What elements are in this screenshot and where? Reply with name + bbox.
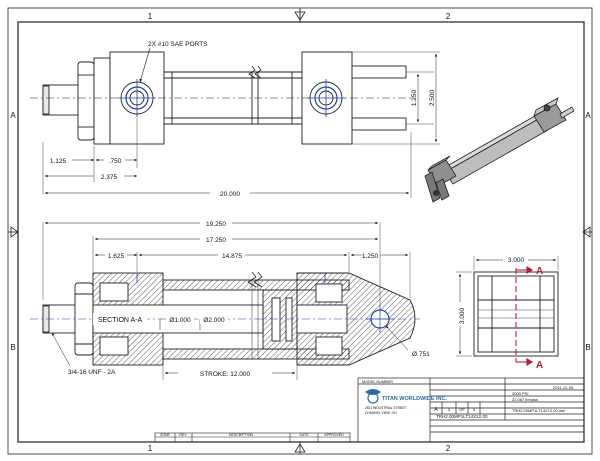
weight-value: 22.087 lbmass [512, 397, 538, 402]
rear-port [307, 79, 345, 117]
isometric-view [424, 97, 575, 203]
zone-bottom-2: 2 [446, 444, 451, 453]
ports-note: 2X #10 SAE PORTS [148, 41, 208, 48]
dim-dia-2000: Ø2.000 [203, 317, 225, 324]
dim-750: .750 [109, 158, 122, 165]
dim-dia-751: Ø.751 [412, 351, 430, 358]
section-cut-line [515, 266, 534, 366]
rev-header-zone: ZONE [160, 433, 170, 437]
drawing-date: 2011-12-05 [553, 385, 574, 390]
dim-17250: 17.250 [206, 237, 226, 244]
dim-1250-vertical: 1.250 [411, 89, 418, 106]
rev-header-approved: APPROVED [324, 433, 344, 437]
zone-top-1: 1 [148, 12, 153, 21]
drawing-file-name: TRH2.00MP1LT14X12.00.idw [512, 408, 565, 413]
company-line-2: CHANNEL VIEW, OH [365, 411, 397, 415]
centering-mark-left [10, 226, 19, 238]
end-dim-height: 3.000 [459, 307, 466, 324]
end-dim-width: 3.000 [508, 257, 525, 264]
zone-top-2: 2 [446, 12, 451, 21]
pressure-value: 3000 PSI [512, 391, 528, 396]
sheet-number: 1 [448, 407, 451, 412]
dim-20000: 20.000 [220, 191, 240, 198]
revision-block [154, 432, 351, 443]
dim-2375: 2.375 [101, 174, 118, 181]
dim-19250: 19.250 [206, 221, 226, 228]
dim-1250: 1.250 [362, 253, 379, 260]
section-view [30, 221, 420, 380]
company-name: TITAN WORLDWIDE INC. [382, 396, 447, 402]
dim-1125: 1.125 [50, 158, 67, 165]
centering-mark-right [582, 226, 591, 238]
section-label: SECTION A-A [98, 317, 143, 324]
rev-header-description: DESCRIPTION [229, 433, 253, 437]
row-left-b: B [10, 343, 15, 352]
model-number-label: MODEL NUMBER [362, 380, 393, 384]
model-name: TRH2.00MP1LT14X12.00 [436, 414, 488, 419]
sheet-of-label: OF [459, 407, 465, 412]
centering-mark-bottom [294, 443, 306, 453]
zone-bottom-1: 1 [148, 444, 153, 453]
row-left-a: A [10, 111, 16, 120]
dim-dia-1000: Ø1.000 [169, 317, 191, 324]
rev-header-rev: REV [179, 433, 187, 437]
sheet-total: 1 [473, 407, 476, 412]
dim-1625: 1.625 [108, 253, 125, 260]
stroke-note: STROKE: 12.000 [200, 371, 251, 378]
section-marker-top: A [536, 266, 543, 277]
company-logo [365, 389, 381, 404]
company-line-1: 2611 INDUSTRIAL STREET [365, 406, 406, 410]
title-block [357, 377, 585, 443]
section-marker-bottom: A [536, 360, 543, 371]
thread-note: 3/4-16 UNF - 2A [68, 369, 116, 376]
sheet-size: A [434, 407, 438, 413]
row-right-a: A [585, 111, 591, 120]
dim-14875: 14.875 [222, 253, 242, 260]
centering-mark-top [294, 10, 306, 22]
front-port [118, 79, 156, 117]
row-right-b: B [585, 343, 590, 352]
rev-header-date: DATE [299, 433, 309, 437]
dim-2500: 2.500 [429, 89, 436, 106]
top-view [30, 47, 440, 198]
